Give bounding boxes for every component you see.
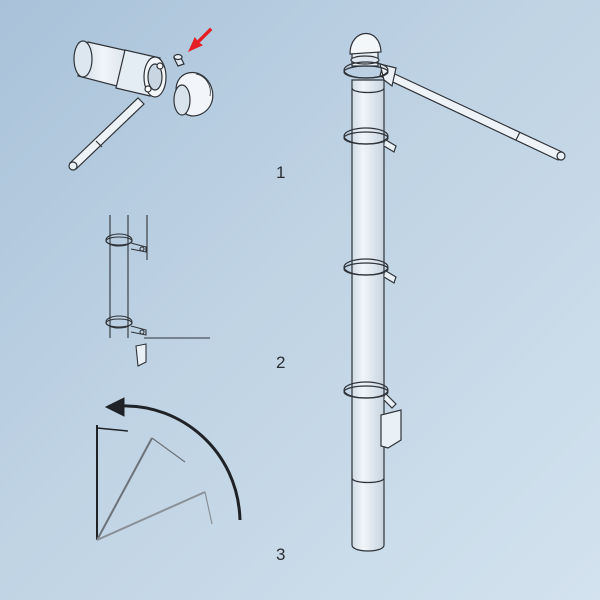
bracket-icon (105, 233, 147, 253)
bracket-icon (105, 315, 147, 336)
bracket-icon (343, 258, 397, 284)
step-1-label: 1 (276, 163, 286, 182)
pole-icon (351, 79, 385, 552)
step3-rotation (96, 397, 242, 541)
step-3-label: 3 (276, 545, 286, 564)
step1-cap-assembly (68, 27, 214, 171)
rotation-arrow-icon (104, 397, 242, 521)
arm-icon (379, 63, 566, 161)
bracket-icon (343, 127, 397, 153)
bracket-icon (343, 381, 397, 409)
pole-icon (73, 40, 167, 98)
screw-icon (173, 53, 185, 67)
lock-tab-icon (380, 409, 402, 449)
main-flagpole (343, 32, 566, 552)
arm-icon (68, 97, 145, 171)
red-pointer-icon (187, 27, 213, 53)
lock-tab-icon (135, 343, 147, 367)
step2-bracket-mount (105, 215, 210, 367)
cap-icon (173, 71, 214, 117)
step-2-label: 2 (276, 353, 286, 372)
bracket-icon (343, 61, 389, 79)
cap-icon (349, 32, 382, 67)
